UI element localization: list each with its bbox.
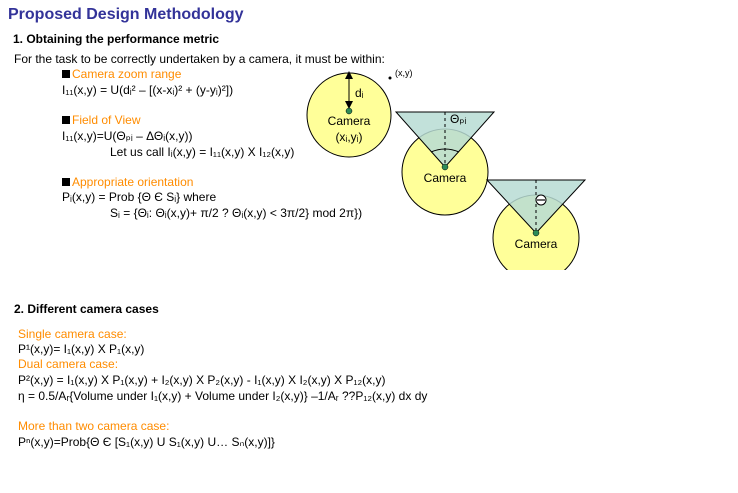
- fov-formula: I₁₁(x,y)=U(Θₚᵢ – ΔΘᵢ(x,y)): [62, 129, 193, 143]
- multi-camera-label: More than two camera case:: [18, 419, 170, 433]
- multi-camera-formula: Pⁿ(x,y)=Prob{Θ Є [S₁(x,y) U S₁(x,y) U… S…: [18, 435, 275, 449]
- section1-intro: For the task to be correctly undertaken …: [14, 52, 385, 66]
- dual-camera-formula: P²(x,y) = I₁(x,y) X P₁(x,y) + I₂(x,y) X …: [18, 373, 386, 387]
- orientation-label: Appropriate orientation: [72, 175, 194, 189]
- target-point-label: (x,y): [395, 68, 413, 78]
- fov-angle-arc: [430, 148, 460, 153]
- camera-diagram: dᵢ Camera (xᵢ,yᵢ) (x,y) Θₚᵢ Camera Camer…: [306, 68, 587, 270]
- camera-dot: [345, 107, 353, 115]
- arrow-head-down-icon: [345, 101, 353, 109]
- single-camera-label: Single camera case:: [18, 327, 127, 341]
- section1-heading: 1. Obtaining the performance metric: [13, 32, 220, 46]
- bullet-square-icon: [62, 116, 70, 124]
- orientation-item: Appropriate orientation: [62, 175, 193, 189]
- camera-label: Camera: [515, 237, 558, 251]
- zoom-range-label: Camera zoom range: [72, 67, 182, 81]
- fov-label: Field of View: [72, 113, 141, 127]
- arrow-head-up-icon: [345, 71, 353, 79]
- theta-label: Θₚᵢ: [450, 112, 466, 126]
- target-point: [388, 76, 392, 80]
- camera-dot: [441, 163, 449, 171]
- eta-formula: η = 0.5/Aᵣ{Volume under I₁(x,y) + Volume…: [18, 389, 428, 403]
- camera-dot: [532, 229, 540, 237]
- orientation-formula: Pᵢ(x,y) = Prob {Θ Є Sᵢ} where: [62, 190, 217, 204]
- orientation-set-formula: Sᵢ = {Θᵢ: Θᵢ(x,y)+ π/2 ? Θᵢ(x,y) < 3π/2}…: [110, 206, 363, 220]
- camera-label: Camera: [424, 171, 467, 185]
- zoom-range-formula: I₁₁(x,y) = U(dᵢ² – [(x-xᵢ)² + (y-yᵢ)²]): [62, 83, 234, 97]
- camera-label: Camera: [328, 114, 371, 128]
- bullet-square-icon: [62, 70, 70, 78]
- camera-coords-label: (xᵢ,yᵢ): [335, 130, 362, 144]
- bullet-square-icon: [62, 178, 70, 186]
- single-camera-formula: P¹(x,y)= I₁(x,y) X P₁(x,y): [18, 342, 145, 356]
- fov-item: Field of View: [62, 113, 140, 127]
- zoom-range-item: Camera zoom range: [62, 67, 181, 81]
- dual-camera-label: Dual camera case:: [18, 357, 119, 371]
- section2-heading: 2. Different camera cases: [14, 302, 159, 316]
- page-title: Proposed Design Methodology: [8, 6, 244, 23]
- radius-label: dᵢ: [355, 86, 364, 100]
- fov-call-formula: Let us call Iᵢ(x,y) = I₁₁(x,y) X I₁₂(x,y…: [110, 145, 295, 159]
